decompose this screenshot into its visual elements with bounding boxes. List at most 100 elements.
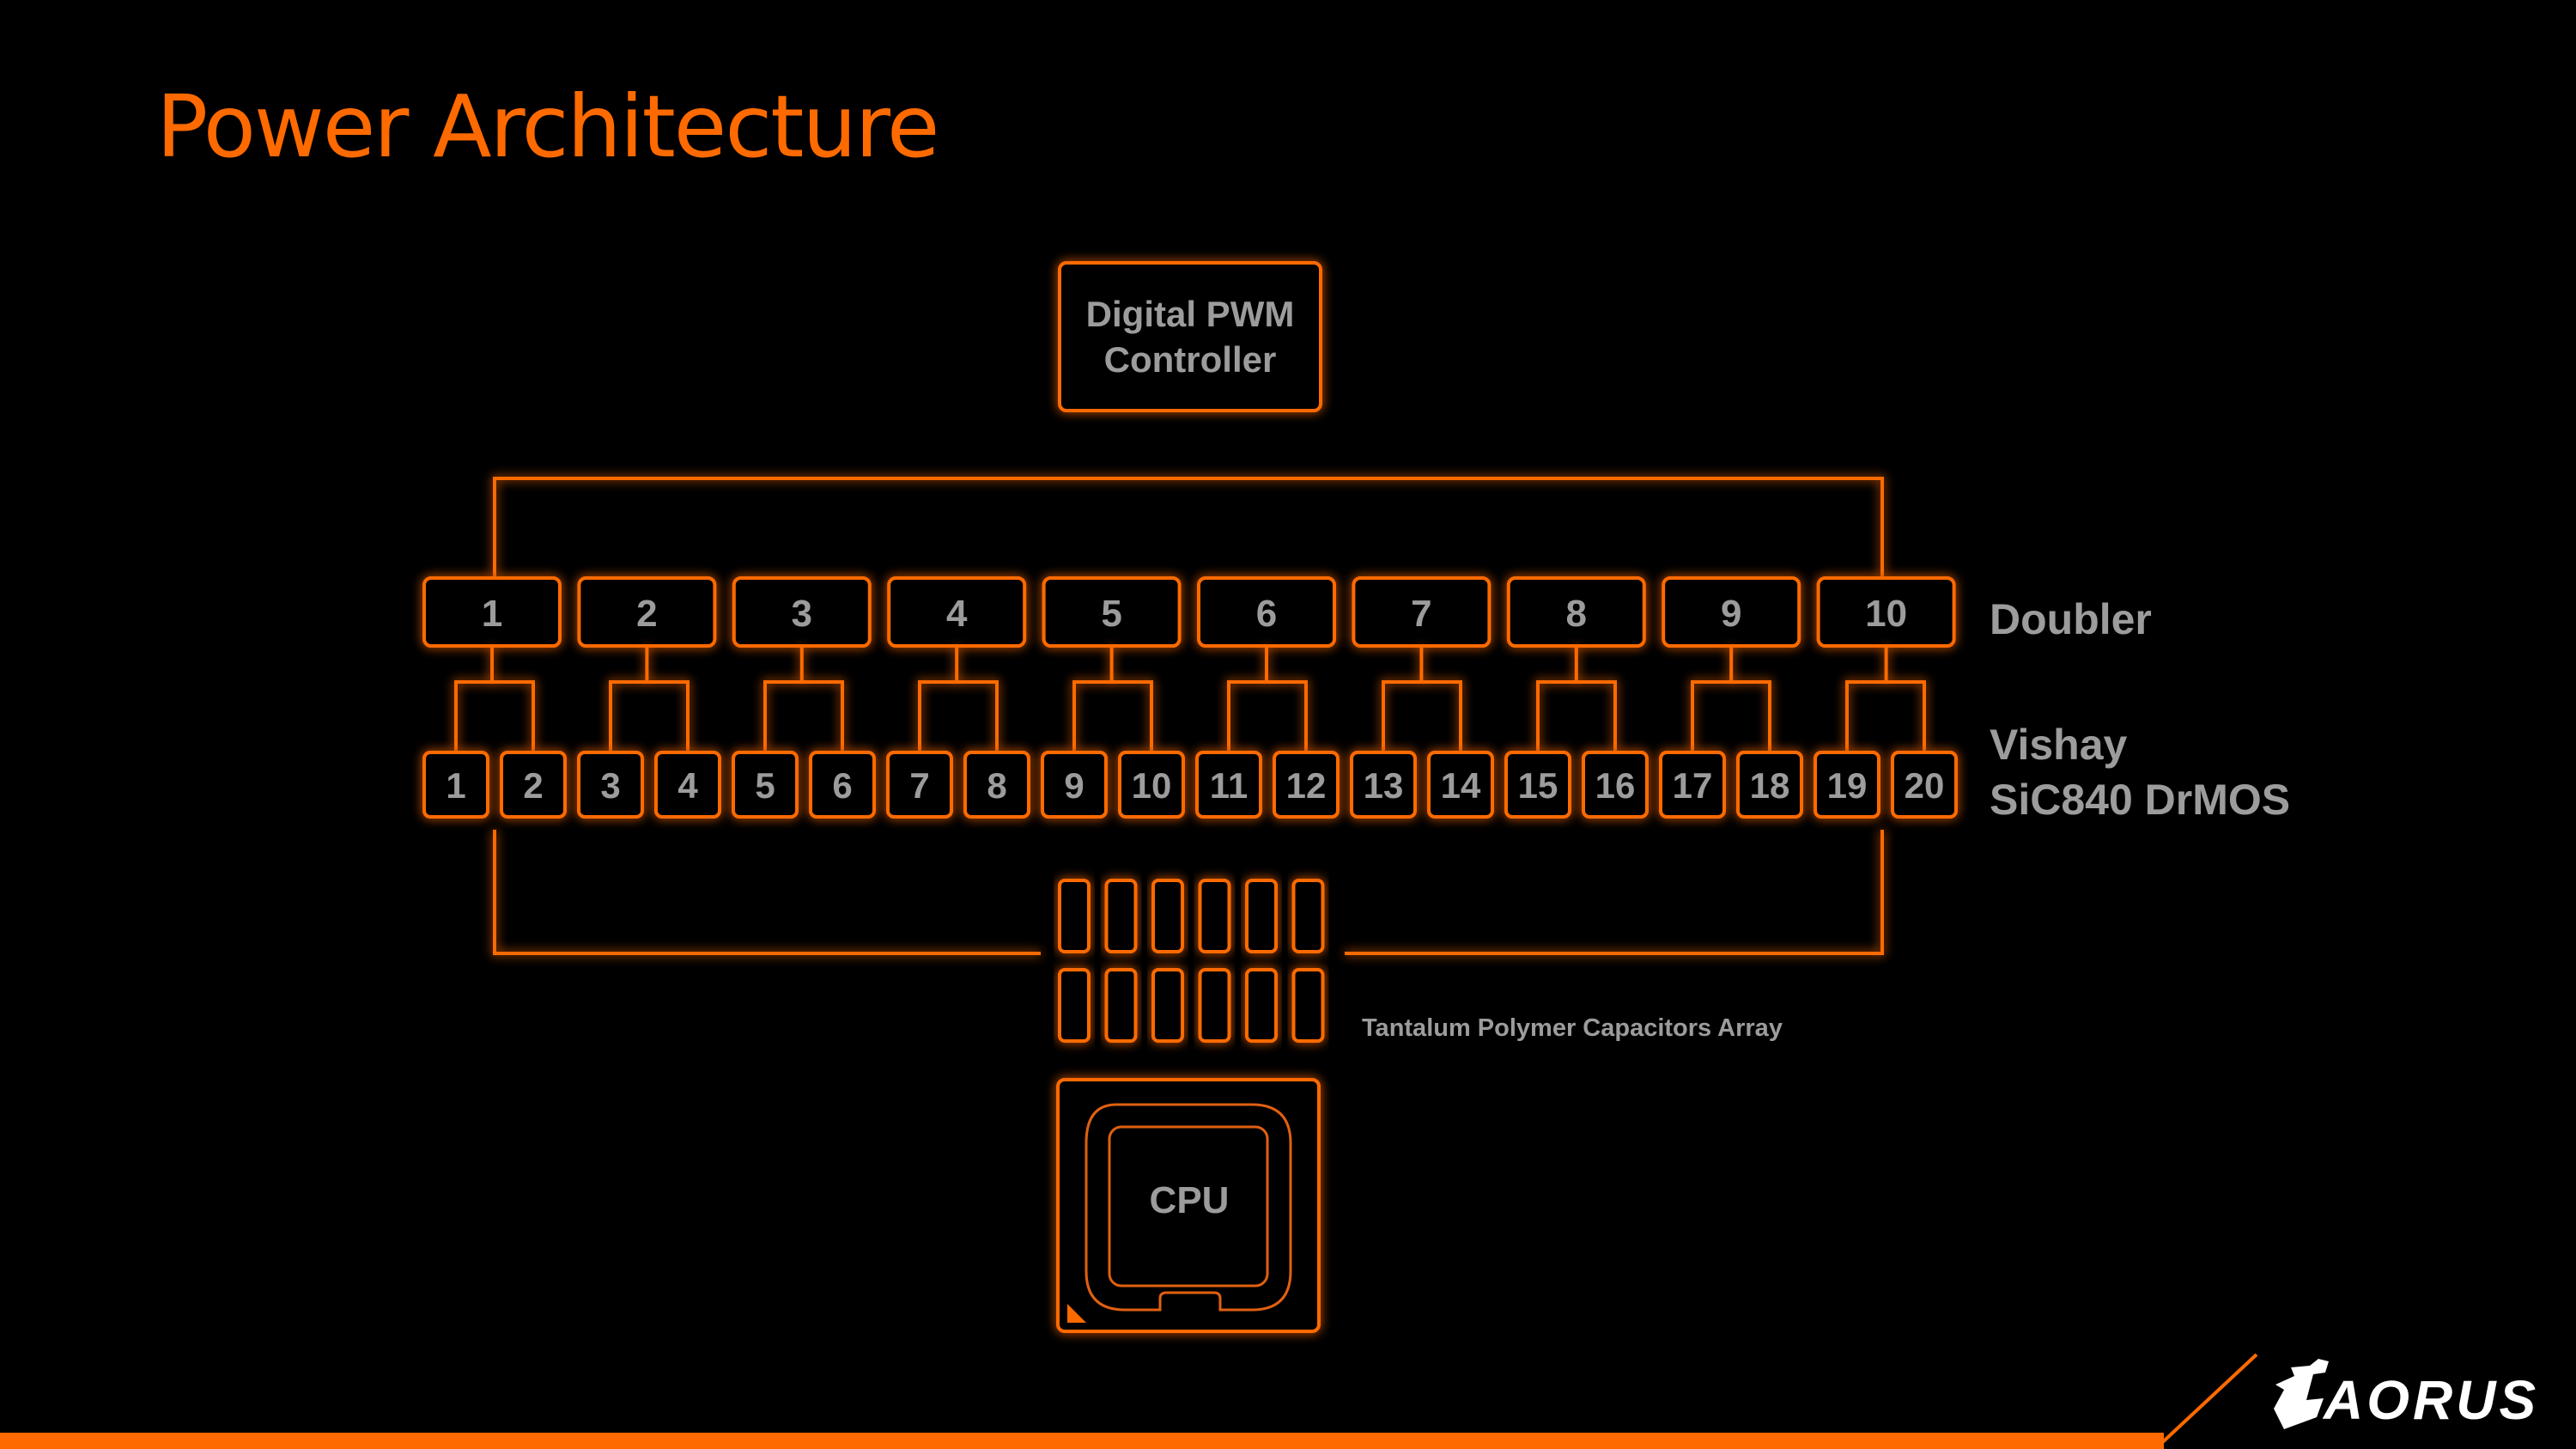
pwm-controller: Digital PWM Controller — [1058, 261, 1322, 412]
drmos-10: 10 — [1118, 751, 1185, 819]
doubler-bracket — [1382, 646, 1462, 752]
doubler-8: 8 — [1506, 576, 1646, 752]
doubler-bracket — [1536, 646, 1617, 752]
capacitor-array-label: Tantalum Polymer Capacitors Array — [1362, 1014, 1783, 1042]
capacitor — [1245, 879, 1278, 953]
doubler-bracket — [763, 646, 844, 752]
drmos-label-line2: SiC840 DrMOS — [1990, 776, 2291, 824]
pwm-controller-line1: Digital PWM — [1086, 294, 1295, 334]
doubler-label-3: 3 — [792, 593, 812, 635]
doubler-label-8: 8 — [1566, 593, 1587, 635]
drmos-label-9: 9 — [1064, 765, 1084, 806]
capacitor — [1198, 968, 1231, 1043]
drmos-1: 1 — [422, 751, 489, 819]
drmos-4: 4 — [654, 751, 721, 819]
drmos-label-13: 13 — [1364, 765, 1404, 806]
drmos-9: 9 — [1041, 751, 1108, 819]
doubler-label-7: 7 — [1411, 593, 1431, 635]
capacitor — [1151, 879, 1184, 953]
doubler-bracket — [1227, 646, 1308, 752]
drmos-20: 20 — [1891, 751, 1958, 819]
doubler-bracket — [1845, 646, 1926, 752]
doubler-label-4: 4 — [946, 593, 968, 635]
drmos-13: 13 — [1350, 751, 1417, 819]
doubler-bracket — [1072, 646, 1153, 752]
doubler-9: 9 — [1662, 576, 1801, 752]
doubler-5: 5 — [1042, 576, 1182, 752]
capacitor-array — [1058, 879, 1325, 1043]
drmos-label-8: 8 — [987, 765, 1006, 806]
drmos-label-3: 3 — [600, 765, 620, 806]
drmos-label-16: 16 — [1595, 765, 1636, 806]
doubler-row: 1 2 3 4 5 6 7 8 9 10 — [422, 576, 1956, 752]
cpu-label: CPU — [1150, 1179, 1230, 1221]
drmos-label-4: 4 — [677, 765, 698, 806]
drmos-14: 14 — [1427, 751, 1494, 819]
capacitor — [1291, 968, 1325, 1043]
drmos-18: 18 — [1736, 751, 1803, 819]
doubler-1: 1 — [422, 576, 562, 752]
capacitor — [1104, 968, 1138, 1043]
doubler-bracket — [609, 646, 690, 752]
capacitor — [1291, 879, 1325, 953]
capacitor — [1058, 968, 1091, 1043]
drmos-label-18: 18 — [1750, 765, 1790, 806]
drmos-label-7: 7 — [909, 765, 929, 806]
doubler-label-2: 2 — [636, 593, 657, 635]
doubler-label: Doubler — [1990, 595, 2152, 643]
drmos-label-15: 15 — [1518, 765, 1558, 806]
pwm-controller-line2: Controller — [1104, 339, 1277, 380]
drmos-15: 15 — [1504, 751, 1571, 819]
drmos-11: 11 — [1195, 751, 1262, 819]
doubler-4: 4 — [887, 576, 1027, 752]
drmos-label-11: 11 — [1210, 765, 1248, 806]
doubler-label-6: 6 — [1256, 593, 1277, 635]
drmos-3: 3 — [577, 751, 644, 819]
drmos-label-2: 2 — [523, 765, 543, 806]
capacitor — [1058, 879, 1091, 953]
drmos-17: 17 — [1659, 751, 1726, 819]
output-bus — [493, 830, 1884, 955]
drmos-8: 8 — [963, 751, 1030, 819]
drmos-label-17: 17 — [1673, 765, 1713, 806]
doubler-label-5: 5 — [1101, 593, 1121, 635]
footer-diagonal — [2154, 1353, 2258, 1449]
doubler-3: 3 — [732, 576, 872, 752]
drmos-label-19: 19 — [1827, 765, 1868, 806]
doubler-bracket — [1691, 646, 1771, 752]
doubler-10: 10 — [1816, 576, 1956, 752]
doubler-label-9: 9 — [1721, 593, 1741, 635]
drmos-label-6: 6 — [832, 765, 852, 806]
slide-title: Power Architecture — [156, 76, 939, 177]
drmos-16: 16 — [1582, 751, 1649, 819]
cpu-chip: CPU — [1056, 1078, 1321, 1333]
drmos-7: 7 — [886, 751, 953, 819]
drmos-6: 6 — [809, 751, 876, 819]
doubler-label-1: 1 — [482, 593, 502, 635]
doubler-2: 2 — [577, 576, 717, 752]
drmos-label-20: 20 — [1905, 765, 1945, 806]
capacitor — [1151, 968, 1184, 1043]
footer-accent-bar — [0, 1433, 2164, 1449]
capacitor — [1245, 968, 1278, 1043]
drmos-label-line1: Vishay — [1990, 721, 2128, 769]
drmos-label-12: 12 — [1286, 765, 1327, 806]
drmos-label-1: 1 — [446, 765, 465, 806]
doubler-6: 6 — [1197, 576, 1336, 752]
aorus-wordmark: AORUS — [2322, 1369, 2539, 1431]
drmos-label-5: 5 — [755, 765, 775, 806]
capacitor — [1198, 879, 1231, 953]
aorus-eagle-icon — [2274, 1359, 2329, 1429]
drmos-label-10: 10 — [1132, 765, 1172, 806]
doubler-bracket — [918, 646, 999, 752]
capacitor — [1104, 879, 1138, 953]
controller-bus — [493, 411, 1884, 578]
drmos-12: 12 — [1273, 751, 1340, 819]
doubler-bracket — [454, 646, 535, 752]
drmos-label-14: 14 — [1441, 765, 1481, 806]
doubler-label-10: 10 — [1865, 593, 1907, 635]
drmos-2: 2 — [500, 751, 567, 819]
drmos-5: 5 — [732, 751, 799, 819]
drmos-19: 19 — [1814, 751, 1880, 819]
